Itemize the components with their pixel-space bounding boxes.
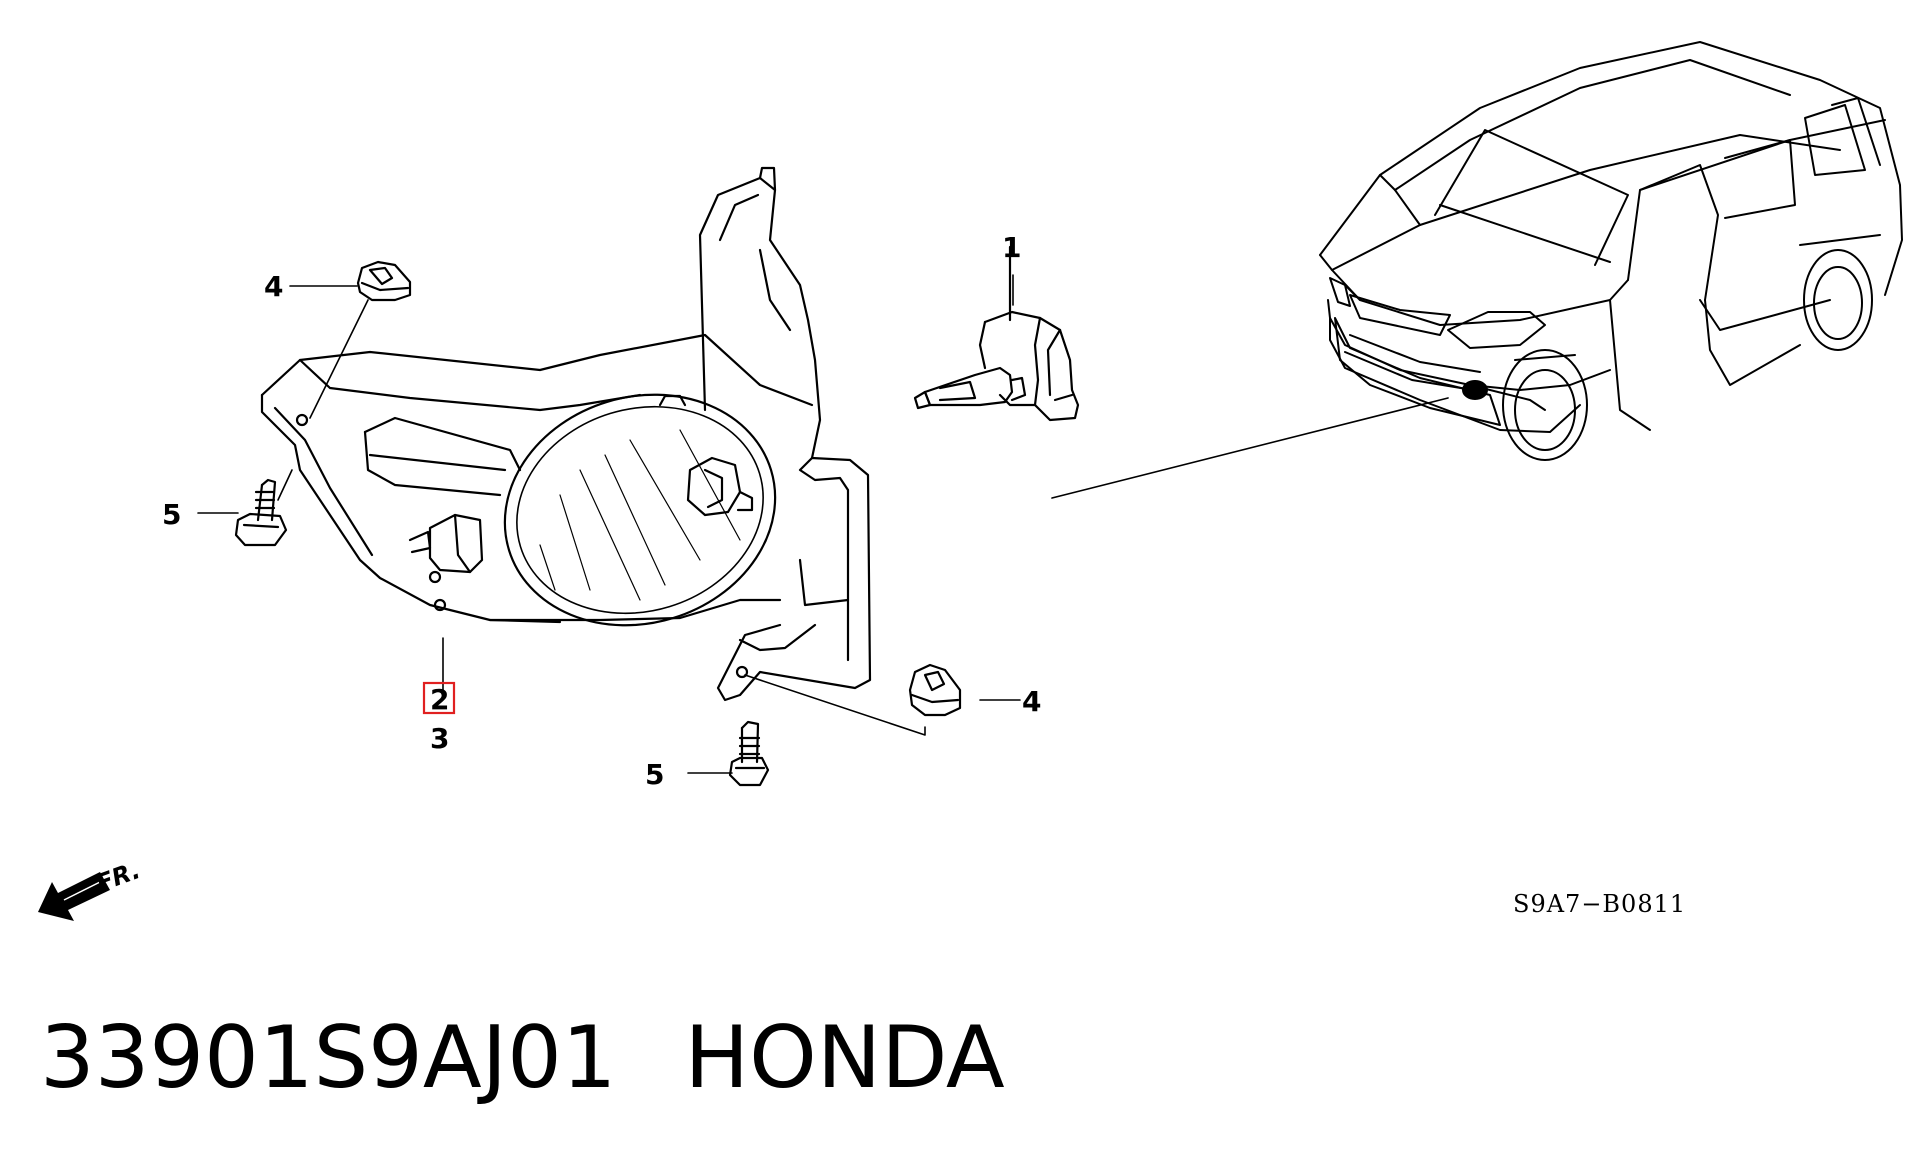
front-direction-arrow-icon xyxy=(38,872,110,921)
callout-lamp: 3 xyxy=(430,722,449,755)
callout-clip-bottom: 4 xyxy=(1022,685,1041,718)
front-direction-label: FR. xyxy=(92,856,143,898)
callout-bolt-left: 5 xyxy=(162,498,181,531)
callout-lamp-box: 2 xyxy=(430,683,449,716)
halogen-bulb xyxy=(913,245,1080,422)
clip-bottom xyxy=(908,663,962,717)
bolt-bottom xyxy=(728,720,770,787)
fog-lamp-housing xyxy=(260,166,872,702)
fog-lamp-lens xyxy=(503,393,777,627)
callout-clip-top: 4 xyxy=(264,270,283,303)
brand-name: HONDA xyxy=(684,1008,1005,1108)
vehicle-location-view xyxy=(1319,41,1903,461)
part-number: 33901S9AJ01 xyxy=(40,1008,617,1108)
leader-lines xyxy=(197,274,1449,774)
clip-top xyxy=(356,260,412,302)
bolt-left xyxy=(234,478,288,547)
callout-bulb: 1 xyxy=(1002,231,1021,264)
callout-bolt-bottom: 5 xyxy=(645,758,664,791)
diagram-code: S9A7−B0811 xyxy=(1513,890,1686,918)
lamp-highlight-box xyxy=(422,681,456,715)
